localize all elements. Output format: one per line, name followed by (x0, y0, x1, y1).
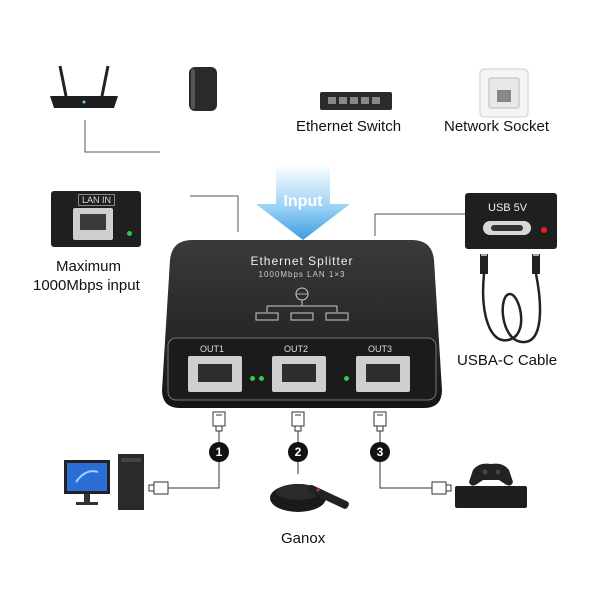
lan-in-port-label: LAN IN (78, 194, 116, 206)
network-socket-label: Network Socket (444, 118, 550, 135)
tv-box-image (266, 470, 356, 514)
output-badge-1: 1 (209, 442, 229, 462)
out1-led-b (259, 376, 264, 381)
splitter-subtitle: 1000Mbps LAN 1×3 (258, 270, 346, 279)
modem-image (185, 65, 221, 115)
out3-rj45-port (356, 356, 410, 392)
out2-led (344, 376, 349, 381)
usb-cable-caption: USBA-C Cable (457, 352, 558, 369)
lan-in-led (127, 231, 132, 236)
input-arrow-label: Input (283, 193, 323, 210)
usb-port-panel: USB 5V (465, 193, 557, 249)
out1-port-label: OUT1 (200, 344, 225, 354)
game-console-image (453, 456, 529, 512)
rj45-plug-icon (211, 410, 227, 432)
rj45-plug-icon (372, 410, 388, 432)
rj45-plug-icon (430, 480, 452, 496)
rj45-plug-icon (290, 410, 306, 432)
out1-led-a (250, 376, 255, 381)
switch-image (318, 88, 394, 114)
out1-rj45-port (188, 356, 242, 392)
lan-in-caption-line2: 1000Mbps input (33, 277, 140, 294)
center-device-caption: Ganox (281, 530, 326, 547)
splitter-network-diagram-icon (252, 286, 352, 326)
output-badge-2: 2 (288, 442, 308, 462)
usb-led (541, 227, 547, 233)
usb-port-label: USB 5V (488, 202, 528, 214)
router-image (44, 64, 124, 114)
usb-cable-image (470, 254, 560, 346)
ethernet-splitter-device: Ethernet Splitter 1000Mbps LAN 1×3 OUT1 … (162, 240, 442, 408)
rj45-plug-icon (148, 480, 170, 496)
splitter-title: Ethernet Splitter (250, 254, 354, 268)
output-badge-3: 3 (370, 442, 390, 462)
ethernet-switch-label: Ethernet Switch (296, 118, 402, 135)
desktop-computer-image (62, 452, 152, 514)
out2-port-label: OUT2 (284, 344, 309, 354)
usb-c-port (483, 221, 531, 235)
out3-port-label: OUT3 (368, 344, 393, 354)
lan-in-caption-line1: Maximum (56, 258, 122, 275)
lan-in-port-panel: LAN IN (51, 191, 141, 247)
input-arrow (256, 164, 350, 240)
out2-rj45-port (272, 356, 326, 392)
network-socket-image (479, 68, 529, 118)
lan-in-rj45-port (73, 208, 113, 240)
